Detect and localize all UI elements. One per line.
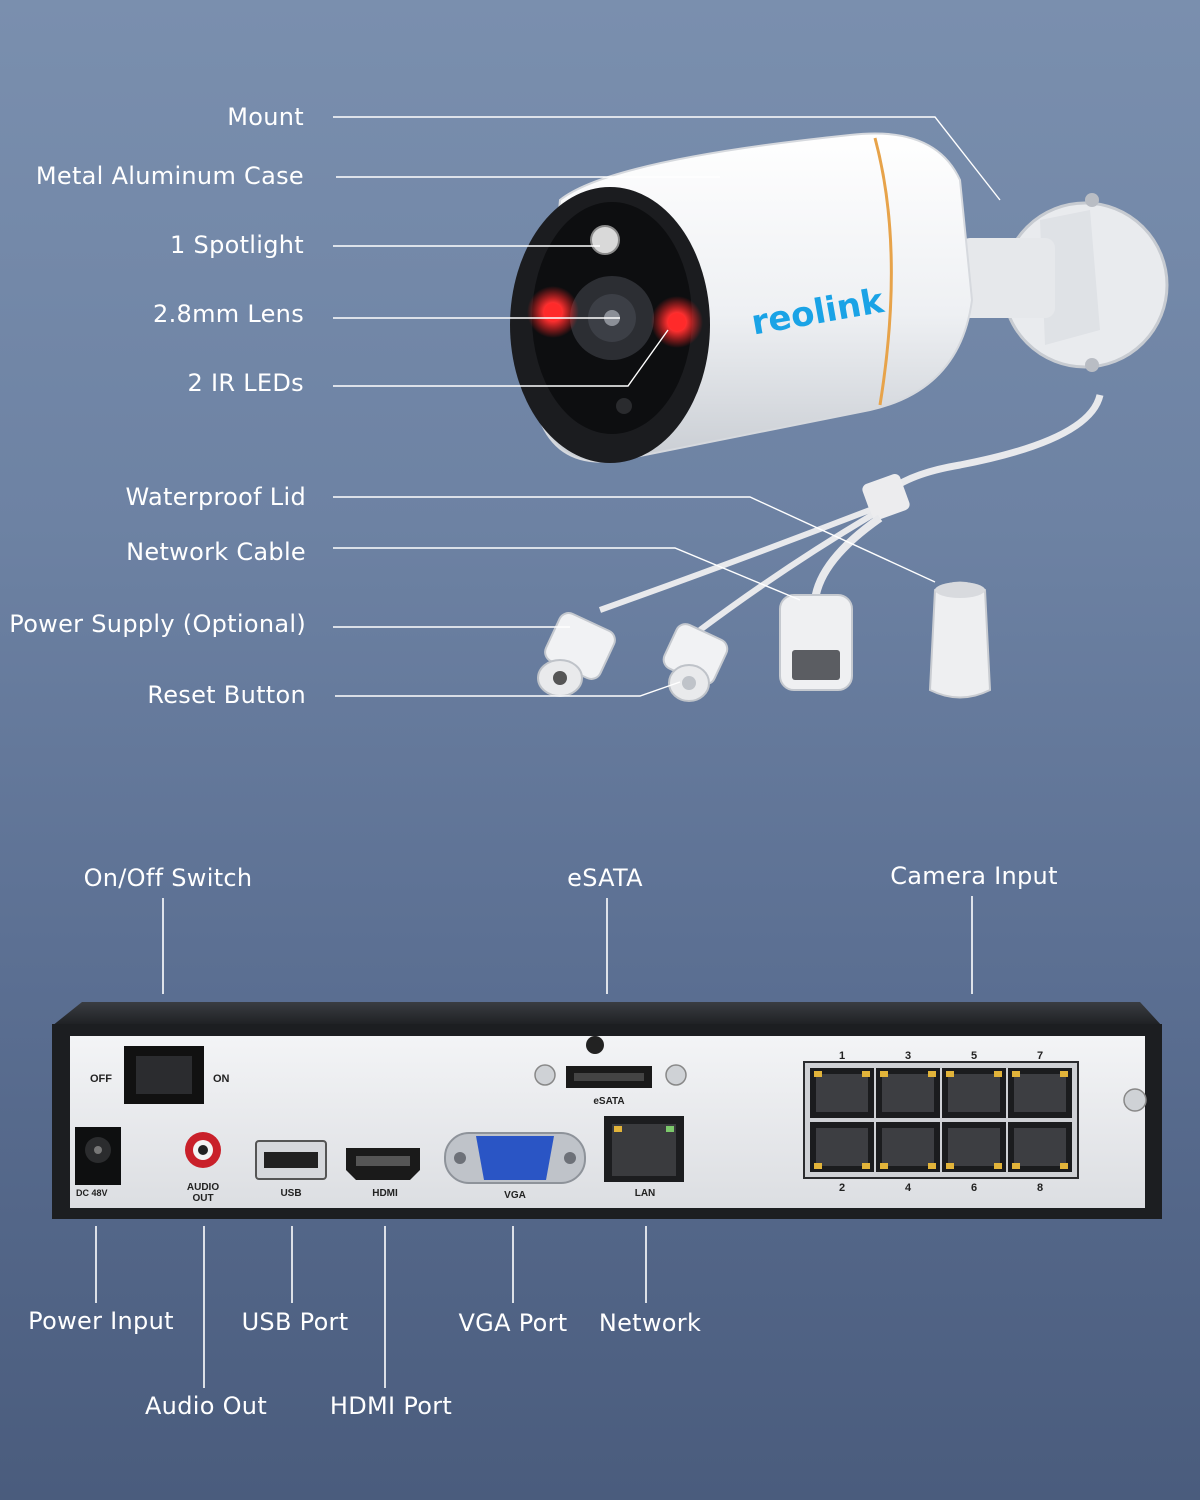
poe-camera-port	[876, 1122, 940, 1172]
rj45-port-icon	[792, 650, 840, 680]
callout-vga-port: VGA Port	[458, 1309, 568, 1337]
mount-screw-icon	[1085, 358, 1099, 372]
port-number: 6	[971, 1182, 977, 1194]
usb-label: USB	[280, 1188, 301, 1199]
sensor-icon	[616, 398, 632, 414]
vga-label: VGA	[504, 1190, 526, 1201]
port-number: 2	[839, 1182, 845, 1194]
callout-hdmi-port: HDMI Port	[329, 1392, 453, 1420]
poe-camera-port	[942, 1068, 1006, 1118]
port-number: 7	[1037, 1050, 1043, 1062]
nvr-leader-lines	[95, 896, 973, 1388]
poe-camera-port	[810, 1068, 874, 1118]
port-number: 8	[1037, 1182, 1043, 1194]
callout-network: Network	[598, 1309, 702, 1337]
callout-waterproof-lid: Waterproof Lid	[125, 483, 306, 511]
callout-ir-leds: 2 IR LEDs	[187, 369, 304, 397]
callout-reset-button: Reset Button	[147, 681, 306, 709]
reset-button-icon	[682, 676, 696, 690]
callout-power-input: Power Input	[28, 1307, 174, 1335]
nvr-top	[52, 1002, 1162, 1026]
cable-junction	[862, 473, 910, 521]
mount-screw-icon	[1085, 193, 1099, 207]
callout-power-supply: Power Supply (Optional)	[9, 610, 306, 638]
audio-label-1: AUDIO	[187, 1182, 219, 1193]
screw-icon	[665, 1064, 687, 1086]
case-seam	[873, 137, 893, 406]
esata-panel-label: eSATA	[593, 1096, 624, 1107]
reset-connector	[662, 623, 729, 702]
port-number: 3	[905, 1050, 911, 1062]
callout-audio-out: Audio Out	[144, 1392, 268, 1420]
nvr-recorder: OFF ON DC 48V AUDIO OUT USB HDMI VGA	[52, 1002, 1162, 1219]
callout-camera-input: Camera Input	[890, 862, 1058, 890]
poe-camera-port	[942, 1122, 1006, 1172]
dc-label: DC 48V	[76, 1188, 108, 1198]
mount-arm	[960, 238, 1055, 318]
screw-icon	[586, 1036, 604, 1054]
callout-lens: 2.8mm Lens	[153, 300, 304, 328]
callout-case: Metal Aluminum Case	[35, 162, 304, 190]
audio-label-2: OUT	[192, 1193, 213, 1204]
switch-off-label: OFF	[90, 1073, 112, 1085]
bullet-camera: reolink	[510, 132, 1169, 702]
screw-icon	[534, 1064, 556, 1086]
port-number: 5	[971, 1050, 977, 1062]
poe-camera-port	[1008, 1122, 1072, 1172]
poe-camera-port	[1008, 1068, 1072, 1118]
ground-screw-icon	[1123, 1088, 1147, 1112]
network-connector	[779, 594, 853, 691]
mount-bracket	[1040, 210, 1100, 345]
port-number: 4	[905, 1182, 912, 1194]
lan-label: LAN	[635, 1188, 656, 1199]
poe-camera-port	[810, 1122, 874, 1172]
callout-usb-port: USB Port	[241, 1308, 349, 1336]
callout-esata: eSATA	[567, 864, 643, 892]
camera-cable	[877, 394, 1104, 503]
callout-on-off-switch: On/Off Switch	[83, 864, 253, 892]
spotlight-icon	[590, 225, 620, 255]
port-number: 1	[839, 1050, 845, 1062]
callout-mount: Mount	[227, 103, 304, 131]
callout-network-cable: Network Cable	[126, 538, 306, 566]
hdmi-label: HDMI	[372, 1188, 398, 1199]
power-connector	[537, 612, 616, 697]
camera-leader-lines	[333, 116, 1001, 697]
callout-spotlight: 1 Spotlight	[170, 231, 304, 259]
waterproof-lid	[928, 581, 992, 699]
switch-on-label: ON	[213, 1073, 230, 1085]
poe-camera-port	[876, 1068, 940, 1118]
